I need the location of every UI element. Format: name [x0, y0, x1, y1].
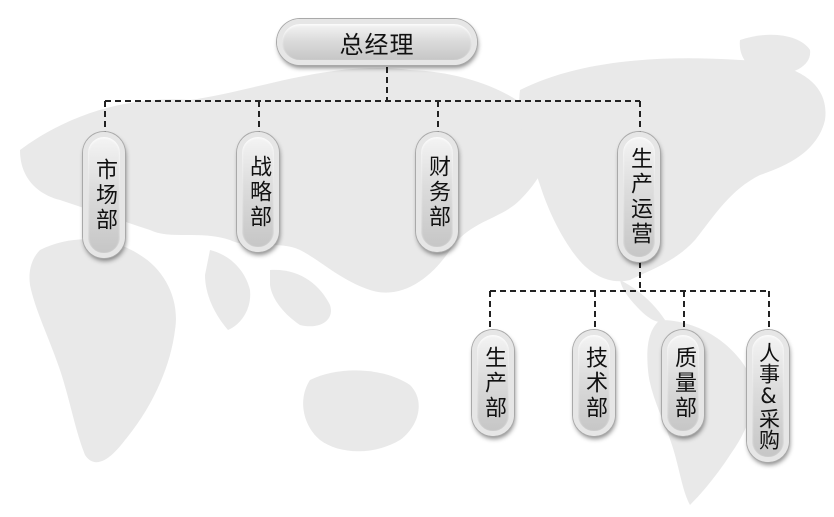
node-marketing-dept-label: 市场部: [92, 157, 117, 233]
node-technology-dept-label: 技术部: [582, 345, 607, 421]
greenland-landmass: [739, 34, 811, 75]
node-technology-dept: 技术部: [573, 330, 615, 436]
africa-landmass: [29, 239, 176, 463]
node-hr-purchasing: 人事&采购: [747, 330, 789, 462]
node-quality-dept: 质量部: [662, 330, 704, 436]
node-marketing-dept: 市场部: [83, 132, 125, 258]
node-general-manager-label: 总经理: [339, 30, 415, 59]
southeast-asia-landmass: [270, 269, 331, 327]
node-strategy-dept-label: 战略部: [246, 154, 271, 230]
node-production-dept: 生产部: [472, 330, 514, 436]
node-production-dept-label: 生产部: [481, 345, 506, 421]
node-general-manager: 总经理: [277, 19, 477, 65]
node-production-operations-label: 生产运营: [627, 147, 652, 247]
node-finance-dept-label: 财务部: [425, 154, 450, 230]
north-america-landmass: [519, 58, 826, 282]
node-strategy-dept: 战略部: [237, 132, 279, 252]
node-production-operations: 生产运营: [618, 132, 660, 262]
australia-landmass: [303, 370, 419, 452]
south-asia-landmass: [205, 250, 251, 330]
node-finance-dept: 财务部: [416, 132, 458, 252]
node-quality-dept-label: 质量部: [671, 345, 696, 421]
node-hr-purchasing-label: 人事&采购: [756, 342, 781, 450]
